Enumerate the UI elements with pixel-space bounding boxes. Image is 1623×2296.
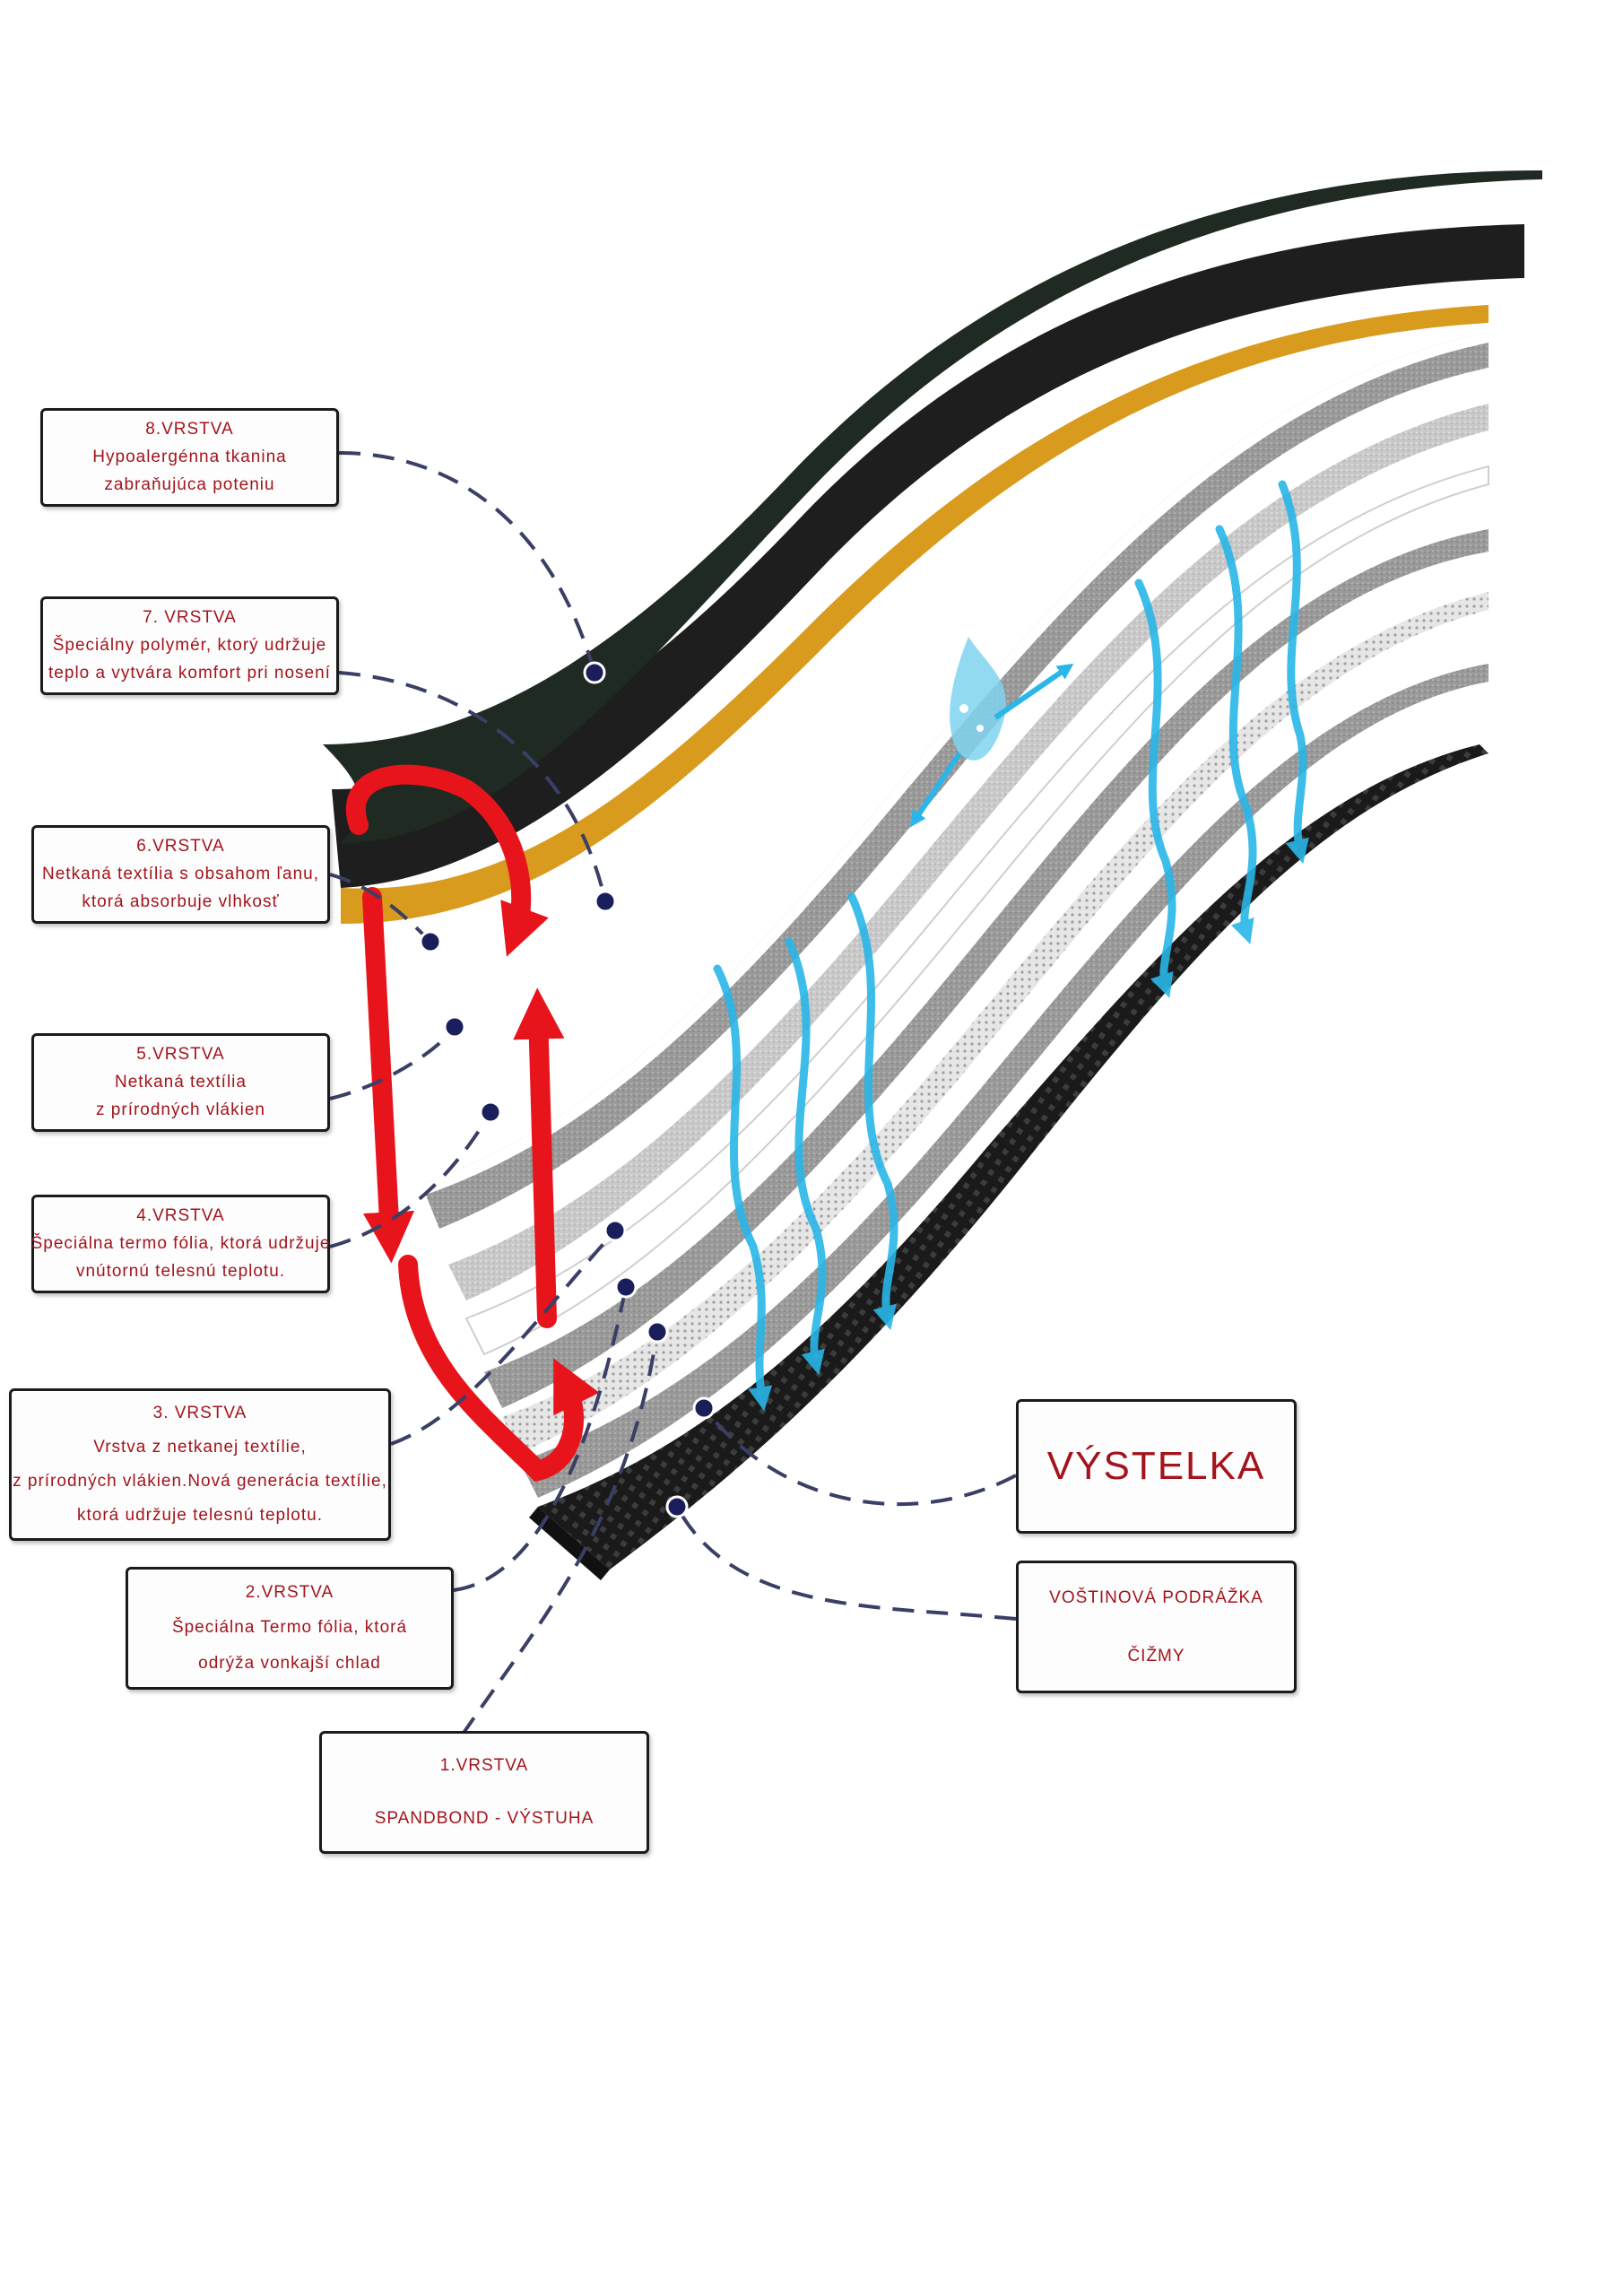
blue-arrow-5 [1215, 525, 1257, 944]
layer-top-dark-skin [323, 170, 1542, 843]
sole-edge [529, 1507, 610, 1580]
layer-2-termo-film [502, 592, 1488, 1453]
connector-layer4 [329, 1110, 492, 1248]
label-layer4-title: 4.VRSTVA [136, 1206, 225, 1226]
label-layer3-line4: ktorá udržuje telesnú teplotu. [77, 1506, 323, 1525]
point-markers [419, 661, 716, 1518]
connector-vystelka [702, 1406, 1017, 1507]
label-layer6-line2: Netkaná textília s obsahom ľanu, [42, 864, 319, 883]
marker-layer8 [583, 661, 606, 684]
connector-layer6 [329, 873, 432, 944]
label-layer5-line2: Netkaná textília [115, 1072, 247, 1091]
label-layer4-line3: vnútornú telesnú teplotu. [75, 1261, 286, 1281]
marker-podrazka [665, 1495, 689, 1518]
label-layer1: 1.VRSTVA SPANDBOND - VÝSTUHA [319, 1731, 649, 1854]
label-layer7-line3: teplo a vytvára komfort pri nosení [48, 663, 331, 683]
label-layer6: 6.VRSTVA Netkaná textília s obsahom ľanu… [31, 825, 330, 924]
blue-arrow-6 [1278, 480, 1309, 865]
red-circular-arrow-icon [346, 764, 600, 1483]
label-podrazka-line1: VOŠTINOVÁ PODRÁŽKA [1049, 1587, 1263, 1607]
layer-4-white-film [464, 465, 1489, 1356]
marker-layer6 [419, 930, 442, 953]
red-arrow-right [513, 987, 565, 1328]
connector-layer8 [338, 451, 596, 674]
connector-layer5 [329, 1025, 456, 1100]
layer-8-black-fabric [332, 224, 1524, 888]
label-vystelka: VÝSTELKA [1016, 1399, 1297, 1534]
blue-arrow-4 [1134, 578, 1176, 998]
label-layer2-title: 2.VRSTVA [245, 1582, 334, 1602]
label-layer5-line3: z prírodných vlákien [96, 1100, 265, 1119]
label-layer4: 4.VRSTVA Špeciálna termo fólia, ktorá ud… [31, 1195, 330, 1293]
label-layer2-line2: Špeciálna Termo fólia, ktorá [171, 1618, 408, 1638]
blue-arrow-1 [713, 964, 773, 1412]
marker-layer4 [479, 1100, 502, 1124]
red-arrow-bottom [398, 1255, 600, 1483]
label-layer8-line3: zabraňujúca poteniu [104, 474, 275, 494]
label-layer1-title: 1.VRSTVA [439, 1755, 529, 1775]
connector-layer2 [453, 1286, 628, 1592]
red-arrow-top [346, 764, 549, 957]
label-layer2: 2.VRSTVA Špeciálna Termo fólia, ktorá od… [126, 1567, 454, 1690]
label-layer1-line2: SPANDBOND - VÝSTUHA [374, 1809, 595, 1829]
label-layer3: 3. VRSTVA Vrstva z netkanej textílie, z … [9, 1388, 391, 1541]
label-layer5: 5.VRSTVA Netkaná textília z prírodných v… [31, 1033, 330, 1132]
label-vystelka-title: VÝSTELKA [1046, 1444, 1266, 1488]
label-layer8-line2: Hypoalergénna tkanina [92, 447, 287, 466]
label-layer2-line3: odrýža vonkajší chlad [198, 1654, 381, 1674]
label-layer6-title: 6.VRSTVA [136, 837, 225, 857]
marker-layer1 [646, 1320, 669, 1344]
label-layer8: 8.VRSTVA Hypoalergénna tkanina zabraňujú… [40, 408, 339, 507]
blue-arrow-3 [847, 892, 898, 1331]
label-layer6-line3: ktorá absorbuje vlhkosť [82, 891, 280, 911]
marker-vystelka [692, 1396, 716, 1420]
label-podrazka: VOŠTINOVÁ PODRÁŽKA ČIŽMY [1016, 1561, 1297, 1693]
label-layer5-title: 5.VRSTVA [136, 1045, 225, 1065]
label-layer7-line2: Špeciálny polymér, ktorý udržuje [52, 635, 327, 655]
label-layer3-title: 3. VRSTVA [152, 1404, 247, 1422]
label-layer3-line2: Vrstva z netkanej textílie, [93, 1438, 307, 1457]
label-layer7: 7. VRSTVA Špeciálny polymér, ktorý udržu… [40, 596, 339, 695]
label-layer4-line2: Špeciálna termo fólia, ktorá udržuje [30, 1233, 331, 1253]
layer-3-nonwoven [484, 529, 1488, 1408]
layer-1-spandbond [520, 664, 1488, 1498]
connector-podrazka [675, 1506, 1017, 1621]
blue-arrow-2 [785, 937, 827, 1376]
connector-layer7 [338, 671, 607, 902]
layer-stack [323, 170, 1542, 1580]
water-drop-icon [910, 637, 1074, 828]
label-layer7-title: 7. VRSTVA [143, 608, 237, 628]
connector-lines [329, 451, 1017, 1737]
marker-layer3 [603, 1219, 627, 1242]
label-layer8-title: 8.VRSTVA [145, 420, 234, 439]
marker-layer2 [614, 1275, 638, 1299]
marker-layer5 [443, 1015, 466, 1039]
red-arrow-left [362, 887, 415, 1264]
honeycomb-sole-layer [538, 744, 1488, 1570]
blue-wavy-arrow-icon [713, 480, 1309, 1412]
label-podrazka-line2: ČIŽMY [1127, 1646, 1185, 1665]
label-layer3-line3: z prírodných vlákien.Nová generácia text… [13, 1472, 387, 1491]
marker-layer7 [594, 890, 617, 913]
connector-layer1 [460, 1331, 659, 1737]
